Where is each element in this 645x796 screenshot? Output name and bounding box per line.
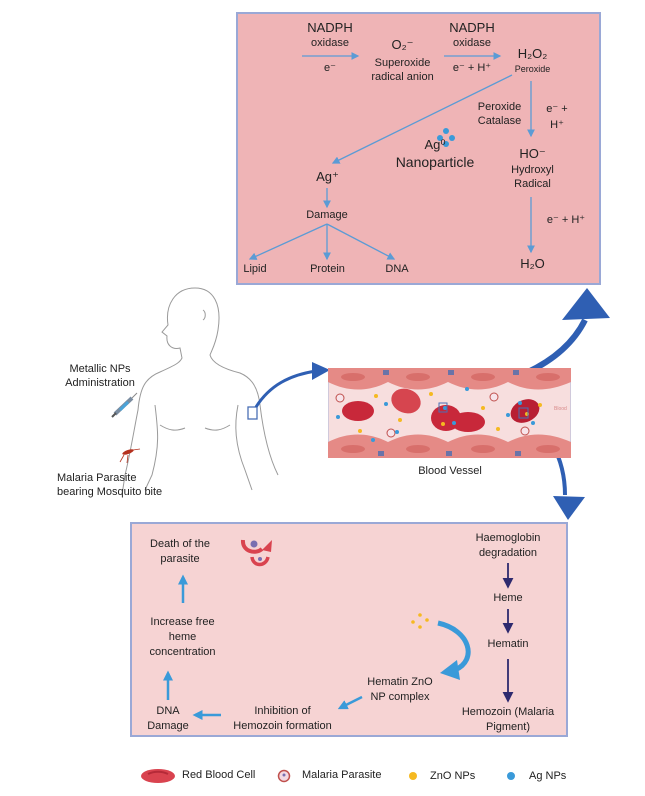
inhibition-label-1: Inhibition of	[254, 705, 311, 717]
dead-parasite-icon	[241, 539, 272, 567]
administration-label-1: Metallic NPs	[69, 363, 131, 375]
hematin-label: Hematin	[487, 638, 529, 650]
peroxide-formula: H₂O₂	[517, 46, 548, 61]
catalase-cofactor-1: e⁻ +	[546, 103, 568, 115]
hydroxyl-label-1: Hydroxyl	[511, 164, 554, 176]
death-label-2: parasite	[160, 553, 200, 565]
catalase-label-1: Peroxide	[477, 101, 522, 113]
malaria-parasite-icon	[277, 769, 291, 783]
enzyme1-name: NADPH	[307, 20, 353, 35]
complex-label-2: NP complex	[370, 691, 430, 703]
dna-damage-label-2: Damage	[147, 720, 189, 732]
ag-nanoparticle-icon	[437, 128, 455, 147]
water-cofactor: e⁻ + H⁺	[546, 214, 586, 226]
target-dna: DNA	[385, 263, 409, 275]
bite-label-1: Malaria Parasite	[57, 472, 137, 484]
vessel-label: Blood Vessel	[418, 465, 482, 477]
enzyme2-cofactor: e⁻ + H⁺	[452, 62, 492, 74]
hydroxyl-formula: HO⁻	[519, 146, 546, 161]
heme-conc-label-2: heme	[168, 631, 197, 643]
legend-ag-label: Ag NPs	[529, 770, 567, 782]
target-protein: Protein	[310, 263, 345, 275]
legend-zno-label: ZnO NPs	[430, 770, 476, 782]
zno-dot-icon	[409, 772, 417, 780]
zoom-region-marker	[247, 406, 258, 420]
bite-label-2: bearing Mosquito bite	[57, 486, 163, 498]
zno-nanoparticle-cluster-icon	[411, 613, 429, 629]
target-lipid: Lipid	[243, 263, 267, 275]
ros-pathway-panel	[236, 12, 601, 285]
hemozoin-label-1: Hemozoin (Malaria	[461, 706, 555, 718]
hemozoin-pathway-panel	[130, 522, 568, 737]
catalase-cofactor-2: H⁺	[550, 119, 564, 131]
haemoglobin-label-1: Haemoglobin	[475, 532, 541, 544]
complex-label-1: Hematin ZnO	[367, 676, 433, 688]
arrow-peroxide-to-ag	[331, 74, 513, 164]
red-blood-cell-icon	[141, 769, 175, 783]
heme-conc-label-1: Increase free	[150, 616, 215, 628]
nanoparticle-label: Nanoparticle	[395, 154, 475, 170]
red-blood-cell	[342, 388, 540, 432]
peroxide-label: Peroxide	[514, 64, 551, 74]
hemozoin-label-2: Pigment)	[485, 721, 531, 733]
hydroxyl-label-2: Radical	[514, 178, 551, 190]
arrow-complex-to-inhibition	[337, 695, 363, 710]
silver-ion: Ag⁺	[316, 169, 339, 184]
enzyme2-type: oxidase	[453, 37, 491, 49]
enzyme1-type: oxidase	[311, 37, 349, 49]
arrow-arm-to-vessel	[254, 369, 317, 408]
legend-rbc-label: Red Blood Cell	[182, 769, 256, 781]
water-formula: H₂O	[520, 256, 545, 271]
syringe-icon	[111, 392, 138, 418]
heme-label: Heme	[493, 592, 523, 604]
nanoparticle-formula: Ag⁰	[424, 137, 446, 152]
mosquito-icon	[119, 448, 141, 464]
curved-arrow-zno-to-complex	[437, 620, 471, 673]
arrow-damage-to-lipid	[248, 223, 328, 260]
inhibition-label-2: Hemozoin formation	[233, 720, 332, 732]
legend-parasite-label: Malaria Parasite	[302, 769, 382, 781]
superoxide-label-2: radical anion	[371, 71, 434, 83]
death-label-1: Death of the	[150, 538, 210, 550]
administration-label-2: Administration	[65, 377, 135, 389]
zno-nanoparticles	[358, 392, 542, 433]
heme-conc-label-3: concentration	[149, 646, 216, 658]
ag-nanoparticles	[336, 387, 535, 442]
damage-label: Damage	[306, 209, 348, 221]
enzyme2-name: NADPH	[449, 20, 495, 35]
superoxide-label-1: Superoxide	[374, 57, 431, 69]
catalase-label-2: Catalase	[477, 115, 522, 127]
haemoglobin-label-2: degradation	[478, 547, 538, 559]
superoxide-formula: O₂⁻	[391, 37, 414, 52]
human-body-icon	[121, 287, 279, 496]
arrow-damage-to-dna	[326, 223, 396, 260]
vessel-tag: Blood	[554, 406, 567, 412]
blood-vessel-illustration: Blood	[328, 368, 571, 458]
enzyme1-cofactor: e⁻	[324, 62, 336, 74]
dna-damage-label-1: DNA	[156, 705, 180, 717]
ag-dot-icon	[507, 772, 515, 780]
malaria-parasite	[335, 392, 530, 438]
